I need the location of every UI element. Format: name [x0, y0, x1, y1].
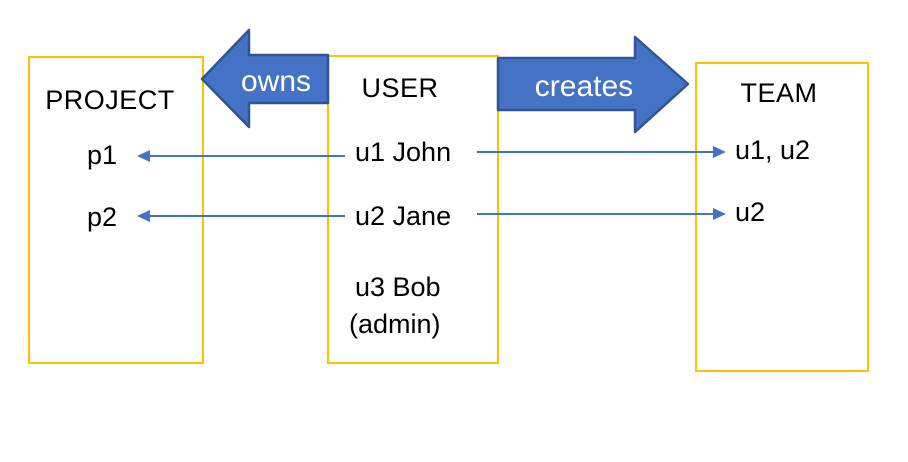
- user-row-u2-jane: u2 Jane: [355, 201, 452, 231]
- owns-block-arrow-left-icon: [200, 28, 330, 129]
- team-title: TEAM: [740, 78, 818, 108]
- connector-u2-to-team-arrowhead-icon: [713, 208, 726, 220]
- user-row-u1-john: u1 John: [355, 137, 452, 167]
- user-title: USER: [361, 73, 439, 103]
- project-title: PROJECT: [45, 85, 175, 115]
- connector-u1-to-p1-arrowhead-icon: [137, 150, 150, 162]
- team-row-u2: u2: [735, 197, 766, 227]
- user-row-u3-bob: u3 Bob: [355, 272, 441, 302]
- creates-arrow-label: creates: [534, 70, 634, 103]
- owns-arrow-label: owns: [240, 65, 312, 98]
- team-row-u1-u2: u1, u2: [735, 135, 811, 165]
- project-row-p2: p2: [87, 202, 118, 232]
- connector-u1-to-team-arrowhead-icon: [713, 146, 726, 158]
- connector-u2-to-p2-arrowhead-icon: [137, 210, 150, 222]
- user-row-u3-admin-note: (admin): [349, 309, 441, 339]
- project-row-p1: p1: [87, 140, 118, 170]
- team-entity-box: [695, 62, 869, 372]
- project-entity-box: [28, 56, 204, 364]
- creates-block-arrow-right-icon: [496, 35, 690, 134]
- user-entity-box: [327, 55, 499, 364]
